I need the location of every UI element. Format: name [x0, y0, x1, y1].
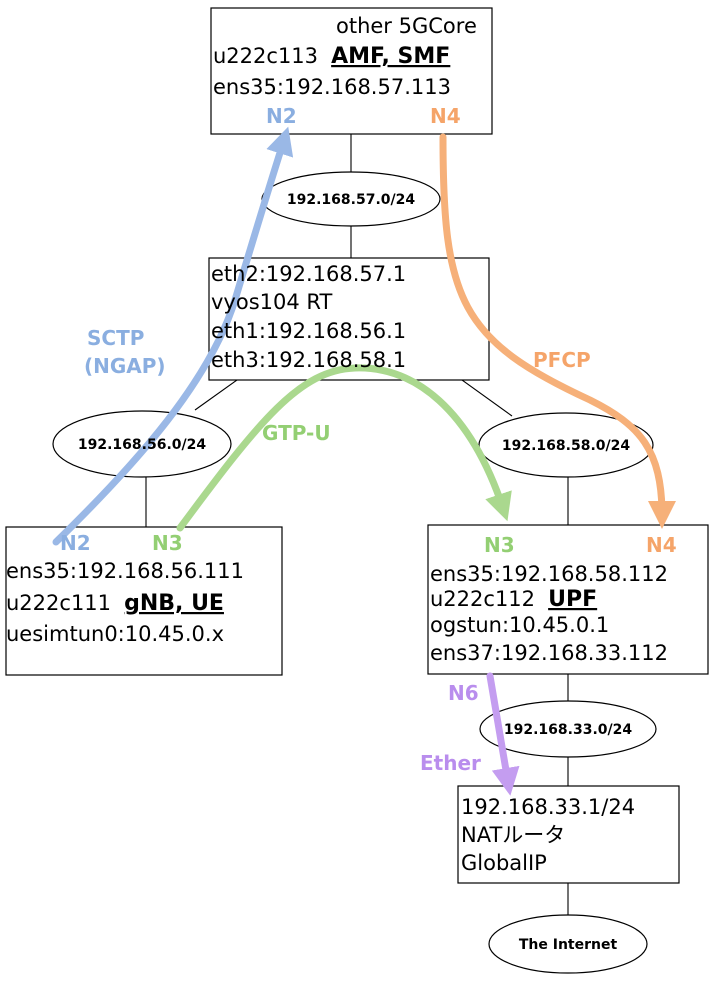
router-eth2: eth2:192.168.57.1 — [211, 262, 406, 286]
net58-ellipse — [478, 412, 654, 478]
net56-label: 192.168.56.0/24 — [78, 437, 206, 453]
gtpu-label: GTP-U — [262, 421, 331, 445]
upf-tun: ogstun:10.45.0.1 — [430, 613, 609, 637]
nat-node-box — [457, 785, 680, 884]
internet-label: The Internet — [519, 937, 618, 953]
core-if-n4: N4 — [430, 104, 461, 128]
nat-name: NATルータ — [461, 823, 565, 847]
core-node-box — [210, 7, 493, 135]
router-eth1: eth1:192.168.56.1 — [211, 319, 406, 343]
core-host-line: u222c113 AMF, SMF — [213, 44, 450, 69]
gnb-if-n3: N3 — [152, 531, 183, 555]
gnb-node-box — [5, 526, 283, 676]
net33-ellipse — [479, 700, 657, 758]
core-if-n2: N2 — [266, 104, 297, 128]
router-eth3: eth3:192.168.58.1 — [211, 348, 406, 372]
gnb-tun: uesimtun0:10.45.0.x — [6, 622, 224, 646]
nat-ip: 192.168.33.1/24 — [461, 795, 635, 819]
pfcp-label: PFCP — [533, 348, 591, 372]
sctp-label: SCTP — [87, 326, 144, 350]
core-label-5gcore: other 5GCore — [336, 14, 477, 38]
router-node-box — [208, 257, 490, 381]
nat-global: GlobalIP — [461, 851, 547, 875]
connectors — [145, 134, 569, 915]
upf-host-line: u222c112 UPF — [430, 587, 597, 612]
internet-ellipse — [488, 914, 648, 974]
link-router-net58 — [461, 379, 513, 417]
router-name: vyos104 RT — [211, 290, 332, 314]
gnb-ip: ens35:192.168.56.111 — [6, 559, 244, 583]
gnb-host: u222c111 — [6, 591, 111, 615]
net58-label: 192.168.58.0/24 — [502, 438, 630, 454]
gtpu-arrow — [176, 364, 512, 532]
link-router-net56 — [194, 379, 238, 411]
sctp-arrow — [52, 126, 294, 546]
n6-label: N6 — [448, 681, 479, 705]
core-ip: ens35:192.168.57.113 — [213, 75, 451, 99]
upf-ip: ens35:192.168.58.112 — [430, 562, 668, 586]
net33-label: 192.168.33.0/24 — [504, 722, 632, 738]
core-host: u222c113 — [213, 44, 318, 68]
upf-node-box — [427, 524, 709, 675]
core-role: AMF, SMF — [331, 44, 450, 69]
n6-arrow — [486, 672, 520, 796]
ether-label: Ether — [420, 751, 481, 775]
gnb-host-line: u222c111 gNB, UE — [6, 591, 224, 616]
ngap-label: (NGAP) — [84, 354, 166, 378]
net56-ellipse — [52, 410, 232, 478]
upf-if-n4: N4 — [646, 533, 677, 557]
net57-label: 192.168.57.0/24 — [287, 192, 415, 208]
pfcp-arrow — [439, 133, 676, 529]
gnb-role: gNB, UE — [124, 591, 224, 616]
upf-host: u222c112 — [430, 587, 535, 611]
gnb-if-n2: N2 — [60, 531, 91, 555]
upf-if-n3: N3 — [484, 533, 515, 557]
upf-ip2: ens37:192.168.33.112 — [430, 641, 668, 665]
upf-role: UPF — [548, 587, 597, 612]
